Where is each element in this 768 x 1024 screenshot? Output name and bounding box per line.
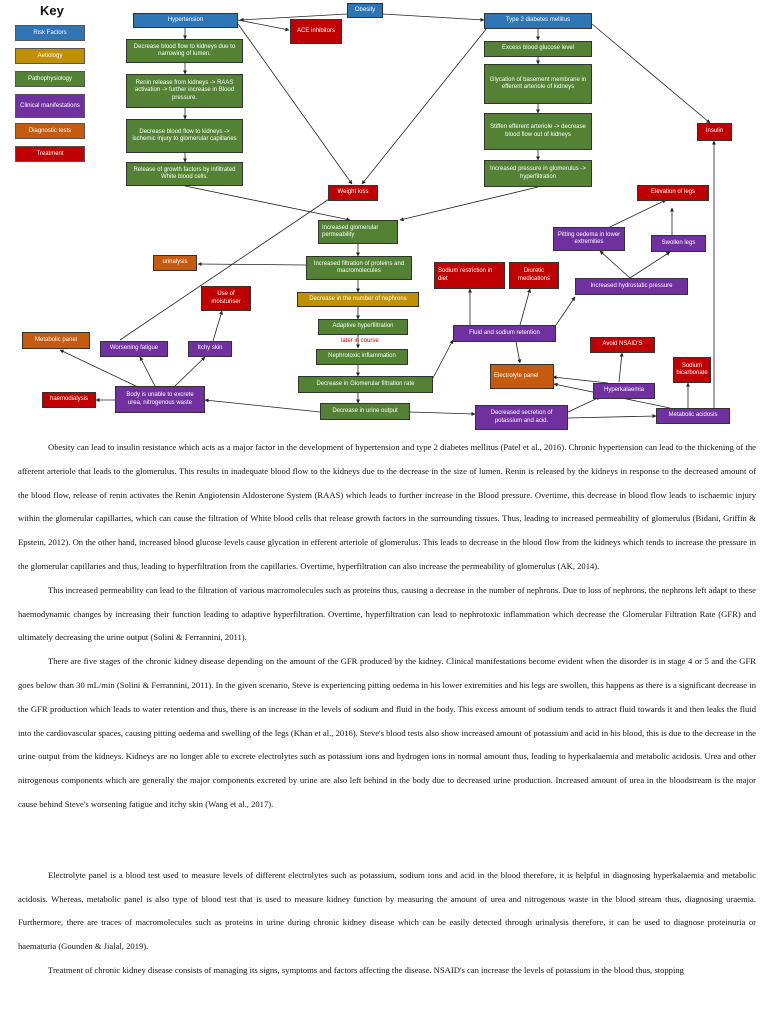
paragraph-gap: [18, 817, 756, 864]
key-clinical-manifestations: Clinical manifestations: [15, 94, 85, 118]
node-diuretic-medications: Diuretic medications: [509, 262, 559, 289]
node-renin-release: Renin release from kidneys -> RAAS activ…: [126, 74, 243, 108]
node-ace-inhibitors: ACE inhibitors: [290, 19, 342, 44]
essay-text: Obesity can lead to insulin resistance w…: [18, 436, 756, 983]
node-pitting-oedema: Pitting oedema in lower extremities: [553, 227, 625, 251]
node-hypertension: Hypertension: [133, 13, 238, 28]
node-glomerular-permeability: Increased glomerular permeability: [318, 220, 398, 244]
node-obesity: Obesity: [347, 3, 383, 18]
node-nephrotoxic-inflammation: Nephrotoxic inflammation: [316, 349, 408, 365]
node-hyperfiltration-glomerulus: Increased pressure in glomerulus -> hype…: [484, 160, 592, 187]
node-sodium-restriction: Sodium restriction in diet: [434, 262, 505, 289]
key-aetiology: Aetiology: [15, 48, 85, 64]
node-hydrostatic-pressure: Increased hydrostatic pressure: [575, 278, 688, 295]
node-decrease-urine-output: Decrease in urine output: [320, 403, 410, 420]
annotation-later-in-course: later in course: [341, 338, 379, 344]
node-worsening-fatigue: Worsening fatigue: [100, 341, 168, 357]
node-swollen-legs: Swollen legs: [651, 235, 706, 252]
paragraph-3: There are five stages of the chronic kid…: [18, 656, 756, 809]
node-decrease-gfr: Decrease in Glomerular filtration rate: [298, 376, 433, 393]
node-fluid-sodium-retention: Fluid and sodium retention: [453, 325, 556, 342]
paragraph-2: This increased permeability can lead to …: [18, 584, 756, 643]
paragraph-1: Obesity can lead to insulin resistance w…: [18, 442, 756, 571]
node-type2-diabetes: Type 2 diabetes mellitus: [484, 13, 592, 29]
node-use-of-moisturiser: Use of moisturiser: [201, 286, 251, 311]
node-stiffen-arteriole: Stiffen efferent arteriole -> decrease b…: [484, 113, 592, 150]
key-risk-factors: Risk Factors: [15, 25, 85, 41]
paragraph-4: Electrolyte panel is a blood test used t…: [18, 869, 756, 952]
node-metabolic-panel: Metabolic panel: [22, 332, 90, 349]
node-elevation-of-legs: Elevation of legs: [637, 185, 709, 201]
node-glycation: Glycation of basement membrane in effere…: [484, 64, 592, 104]
key-pathophysiology: Pathophysiology: [15, 71, 85, 87]
key-title: Key: [40, 3, 64, 18]
node-avoid-nsaids: Avoid NSAID'S: [590, 337, 655, 353]
key-diagnostic-tests: Diagnostic tests: [15, 123, 85, 139]
node-insulin: Insulin: [697, 123, 732, 141]
node-itchy-skin: Itchy skin: [188, 341, 232, 357]
node-haemodialysis: haemodialysis: [42, 392, 96, 408]
node-decrease-blood-flow: Decrease blood flow to kidneys due to na…: [126, 39, 243, 63]
node-metabolic-acidosis: Metabolic acidosis: [656, 408, 730, 424]
node-body-unable-excrete: Body is unable to excrete urea, nitrogen…: [115, 386, 205, 413]
node-filtration-proteins: Increased filtration of proteins and mac…: [306, 256, 412, 280]
node-weight-loss: Weight loss: [328, 185, 378, 201]
node-hyperkalaemia: Hyperkalaemia: [593, 383, 655, 399]
node-decrease-nephrons: Decrease in the number of nephrons: [297, 292, 419, 307]
node-adaptive-hyperfiltration: Adaptive hyperfiltration: [318, 319, 408, 335]
paragraph-5: Treatment of chronic kidney disease cons…: [48, 964, 684, 975]
concept-map: Key Risk Factors Aetiology Pathophysiolo…: [0, 0, 768, 430]
node-sodium-bicarbonate: Sodium bicarbonate: [673, 357, 711, 383]
node-urinalysis: urinalysis: [153, 255, 197, 271]
connector-arrows: [59, 13, 716, 419]
node-decreased-secretion: Decreased secretion of potassium and aci…: [475, 405, 568, 430]
key-treatment: Treatment: [15, 146, 85, 162]
node-growth-factors: Release of growth factors by infiltrated…: [126, 162, 243, 186]
node-ischemic-injury: Decrease blood flow to kidneys -> ischem…: [126, 119, 243, 153]
node-electrolyte-panel: Electrolyte panel: [490, 364, 554, 389]
node-excess-glucose: Excess blood glucose level: [484, 41, 592, 57]
